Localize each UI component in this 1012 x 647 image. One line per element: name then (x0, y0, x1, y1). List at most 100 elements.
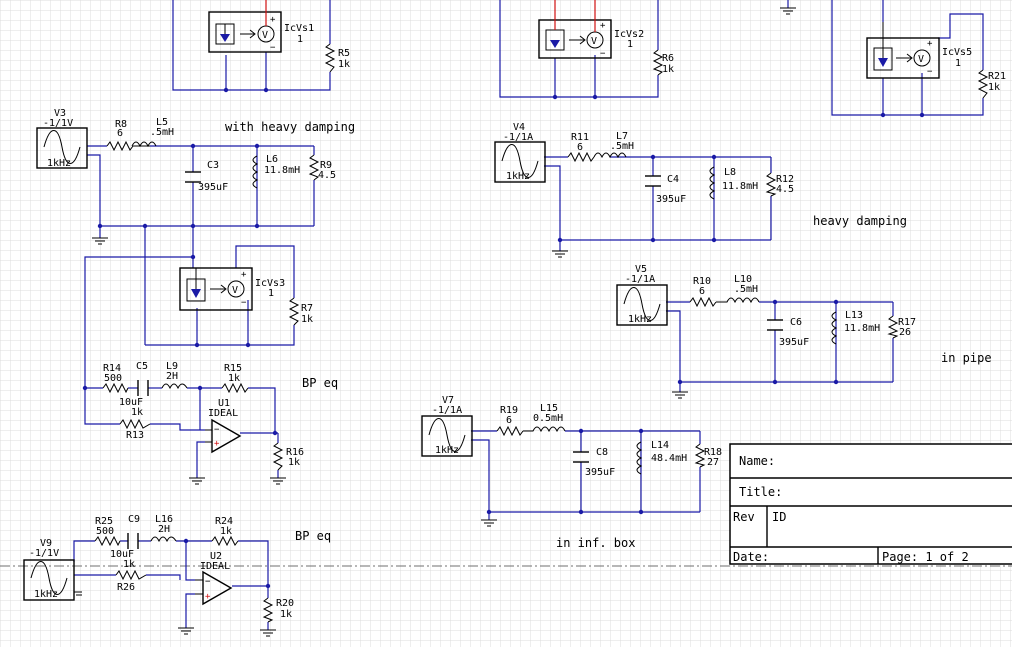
r11-name: R11 (571, 132, 589, 143)
r21-name: R21 (988, 71, 1006, 82)
r17-value: 26 (899, 327, 911, 338)
l9-inductor[interactable] (161, 383, 188, 390)
v3-value: -1/1V (43, 118, 73, 129)
v4-sine-source[interactable] (494, 141, 546, 183)
l5-name: L5 (156, 117, 168, 128)
l6-inductor[interactable] (252, 155, 259, 189)
ground-symbol (178, 627, 194, 635)
v7-name: V7 (442, 395, 454, 406)
l10-name: L10 (734, 274, 752, 285)
v4-name: V4 (513, 122, 525, 133)
r26-name: R26 (117, 582, 135, 593)
icvs3-name: IcVs3 (255, 278, 285, 289)
r17-resistor[interactable] (887, 315, 899, 339)
v9-freq: 1kHz (34, 589, 58, 600)
l5-inductor[interactable] (131, 141, 157, 148)
r7-resistor[interactable] (288, 297, 300, 326)
l10-inductor[interactable] (716, 297, 760, 304)
r18-value: 27 (707, 457, 719, 468)
note-bp-eq-2: BP eq (295, 529, 331, 543)
l7-inductor[interactable] (593, 152, 627, 159)
c6-capacitor[interactable] (767, 319, 783, 331)
r16-resistor[interactable] (272, 442, 284, 471)
r16-name: R16 (286, 447, 304, 458)
icvs5-source[interactable]: V +− (866, 22, 940, 79)
r24-resistor[interactable] (211, 535, 239, 547)
svg-text:−: − (270, 43, 276, 53)
r21-resistor[interactable] (977, 69, 989, 99)
v3-sine-source[interactable] (36, 127, 88, 169)
r26-resistor[interactable] (115, 569, 147, 581)
r5-value: 1k (338, 59, 350, 70)
icvs2-name: IcVs2 (614, 29, 644, 40)
u1-name: U1 (218, 398, 230, 409)
r9-resistor[interactable] (308, 154, 320, 181)
r13-resistor[interactable] (119, 418, 151, 430)
l8-inductor[interactable] (709, 166, 716, 200)
c9-capacitor[interactable] (127, 533, 139, 549)
r21-value: 1k (988, 82, 1000, 93)
icvs2-source[interactable]: V +− (538, 0, 612, 59)
c5-name: C5 (136, 361, 148, 372)
l5-value: .5mH (150, 127, 174, 138)
l7-value: .5mH (610, 141, 634, 152)
c4-capacitor[interactable] (645, 175, 661, 187)
icvs3-source[interactable]: V +− (179, 267, 253, 311)
svg-text:V: V (591, 36, 597, 47)
l15-name: L15 (540, 403, 558, 414)
r19-resistor[interactable] (496, 425, 524, 437)
notes: with heavy damping heavy damping in pipe… (225, 120, 992, 550)
u1-opamp[interactable]: − + (205, 418, 242, 454)
v9-sine-source[interactable] (23, 559, 75, 601)
u2-opamp[interactable]: − + (195, 570, 233, 606)
c6-name: C6 (790, 317, 802, 328)
r15-resistor[interactable] (221, 382, 249, 394)
l8-value: 11.8mH (722, 181, 758, 192)
wires (73, 0, 984, 630)
svg-text:+: + (600, 21, 606, 31)
l13-inductor[interactable] (831, 311, 838, 345)
r14-resistor[interactable] (102, 382, 129, 394)
r13-value: 1k (131, 407, 143, 418)
r12-resistor[interactable] (765, 172, 777, 197)
title-block[interactable]: Name: Title: Rev ID Date: Page: 1 of 2 (729, 443, 1012, 565)
c6-value: 395uF (779, 337, 809, 348)
l7-name: L7 (616, 131, 628, 142)
l15-inductor[interactable] (523, 426, 566, 433)
r10-resistor[interactable] (689, 296, 717, 308)
icvs1-name: IcVs1 (284, 23, 314, 34)
r6-resistor[interactable] (652, 49, 664, 76)
l16-inductor[interactable] (150, 536, 177, 543)
v5-sine-source[interactable] (616, 284, 668, 326)
c8-value: 395uF (585, 467, 615, 478)
r5-resistor[interactable] (324, 43, 336, 73)
r25-resistor[interactable] (94, 535, 121, 547)
c4-value: 395uF (656, 194, 686, 205)
note-in-inf-box: in inf. box (556, 536, 635, 550)
title-block-rev-label: Rev (733, 510, 755, 524)
r20-value: 1k (280, 609, 292, 620)
svg-text:−: − (205, 577, 211, 587)
l14-inductor[interactable] (636, 441, 643, 475)
r6-value: 1k (662, 64, 674, 75)
ground-symbol (780, 7, 796, 15)
c3-capacitor[interactable] (185, 171, 201, 183)
r11-resistor[interactable] (567, 151, 595, 163)
c5-capacitor[interactable] (137, 380, 149, 396)
u1-value: IDEAL (208, 408, 238, 419)
icvs1-source[interactable]: V +− (208, 0, 282, 53)
v7-freq: 1kHz (435, 445, 459, 456)
svg-text:+: + (205, 592, 211, 602)
c8-capacitor[interactable] (573, 451, 589, 463)
r13-name: R13 (126, 430, 144, 441)
note-with-heavy-damping: with heavy damping (225, 120, 355, 134)
r18-resistor[interactable] (694, 443, 706, 468)
r20-resistor[interactable] (262, 597, 274, 623)
r12-value: 4.5 (776, 184, 794, 195)
icvs1-value: 1 (297, 34, 303, 45)
r8-resistor[interactable] (106, 140, 134, 152)
v7-sine-source[interactable] (421, 415, 473, 457)
r20-name: R20 (276, 598, 294, 609)
